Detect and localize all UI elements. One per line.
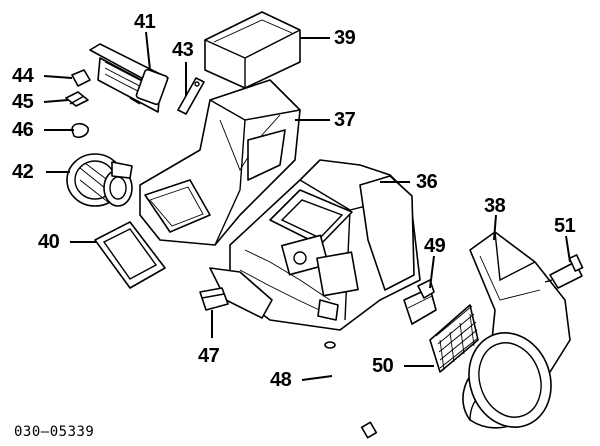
callout-42: 42 [12,161,34,183]
part-40-filter-frame [94,221,166,289]
part-49-sensor [403,279,437,325]
part-39-cover [204,11,301,89]
part-37-blower-housing [139,79,301,246]
callout-41: 41 [134,11,156,33]
part-38-duct [462,231,571,429]
part-42-blower-motor [66,153,133,207]
callout-50: 50 [372,355,394,377]
callout-36: 36 [416,171,438,193]
part-41-actuator [89,43,169,113]
callout-49: 49 [424,235,446,257]
callout-46: 46 [12,119,34,141]
callout-47: 47 [198,345,220,367]
part-48-drain-hose [324,341,378,439]
callout-48: 48 [270,369,292,391]
part-50-mesh-screen [429,304,479,373]
callout-51: 51 [554,215,576,237]
part-51-sensor-pin [544,254,584,289]
callout-39: 39 [334,27,356,49]
callout-44: 44 [12,65,34,87]
leader-lines [43,31,571,381]
part-47-connector [199,287,229,311]
reference-code: 030–05339 [14,424,95,440]
part-36-heater-unit [209,159,421,331]
part-44-clip [71,69,91,87]
part-46-clip [71,122,90,139]
part-45-clip [65,91,89,107]
callout-38: 38 [484,195,506,217]
callout-37: 37 [334,109,356,131]
callout-40: 40 [38,231,60,253]
callout-43: 43 [172,39,194,61]
callout-45: 45 [12,91,34,113]
part-43-clip [177,77,205,115]
